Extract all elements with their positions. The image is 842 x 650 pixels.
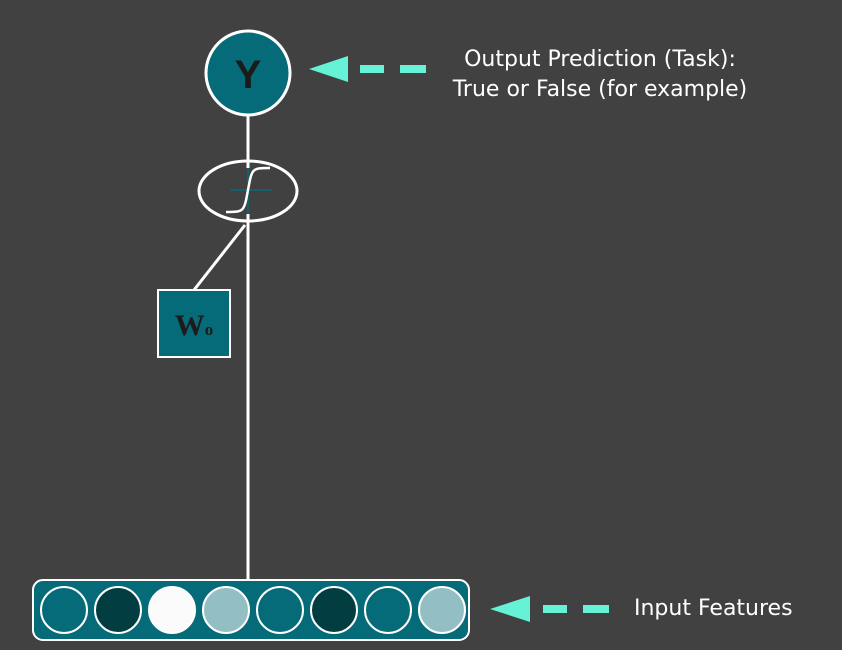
output-prediction-label: Output Prediction (Task): True or False …	[420, 45, 780, 105]
input-features-label: Input Features	[634, 596, 793, 621]
weight-subscript: o	[205, 320, 214, 339]
weight-symbol: Wo	[175, 309, 214, 342]
weight-box: Wo	[157, 289, 231, 358]
feature-cell-4	[202, 586, 250, 634]
weight-box-rect	[157, 289, 231, 358]
output-node: Y	[204, 29, 292, 117]
output-arrow-head	[309, 56, 348, 82]
output-node-symbol: Y	[235, 53, 262, 97]
feature-cell-6	[310, 586, 358, 634]
feature-cell-1	[40, 586, 88, 634]
weight-letter: W	[175, 309, 205, 342]
output-arrow-dash-2	[400, 65, 426, 73]
output-label-line-1: Output Prediction (Task):	[464, 47, 736, 72]
input-vector-frame	[32, 579, 470, 641]
activation-node	[197, 159, 299, 223]
input-vector	[32, 579, 470, 641]
weight-connector	[192, 224, 247, 291]
feature-cell-7	[364, 586, 412, 634]
feature-cell-8	[418, 586, 466, 634]
input-arrow	[490, 596, 609, 622]
output-node-circle	[204, 29, 292, 117]
feature-cells	[40, 586, 466, 634]
feature-cell-2	[94, 586, 142, 634]
output-arrow-dash-1	[360, 65, 384, 73]
input-arrow-dash-2	[583, 605, 609, 613]
activation-ellipse	[197, 159, 299, 223]
output-label-line-2: True or False (for example)	[452, 77, 748, 102]
input-arrow-head	[490, 596, 530, 622]
input-arrow-dash-1	[543, 605, 567, 613]
feature-cell-3	[148, 586, 196, 634]
feature-cell-5	[256, 586, 304, 634]
sigmoid-icon	[225, 166, 272, 214]
output-arrow	[309, 56, 426, 82]
